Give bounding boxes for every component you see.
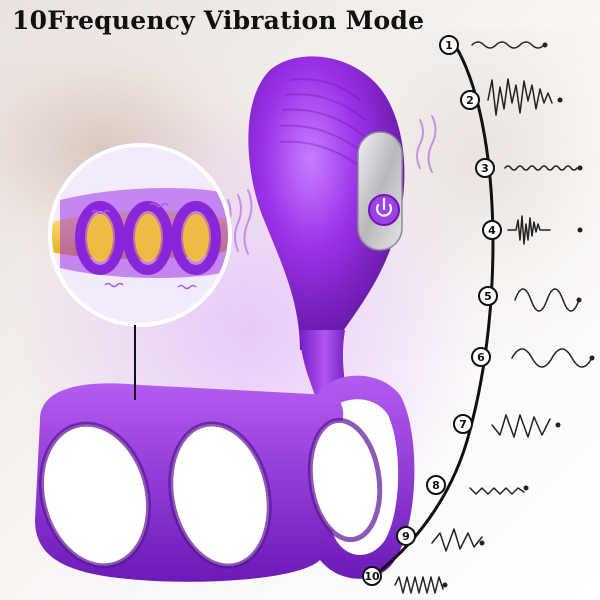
waveform-4 xyxy=(507,215,551,245)
mode-marker-5: 5 xyxy=(478,286,498,306)
mode-number-label: 4 xyxy=(488,224,496,237)
mode-marker-4: 4 xyxy=(482,220,502,240)
waveform-2 xyxy=(487,78,553,116)
mode-marker-8: 8 xyxy=(426,475,446,495)
inset-rings xyxy=(75,201,221,275)
waveform-6 xyxy=(511,348,593,368)
waveform-5 xyxy=(514,288,580,312)
mode-marker-3: 3 xyxy=(475,158,495,178)
ring-hole-3 xyxy=(310,420,380,540)
waveform-8 xyxy=(469,487,525,495)
waveform-3 xyxy=(504,165,578,171)
mode-number-label: 9 xyxy=(402,530,410,543)
power-icon xyxy=(375,197,393,217)
ring-hole-2 xyxy=(170,423,270,567)
mode-number-label: 3 xyxy=(481,162,489,175)
mode-marker-2: 2 xyxy=(460,90,480,110)
mode-arc xyxy=(374,44,495,577)
waveform-10 xyxy=(394,576,444,594)
mode-markers: 1 2 3 4 5 6 7 8 9 10 xyxy=(362,35,502,586)
ring-hole-1 xyxy=(41,424,149,566)
mode-number-label: 1 xyxy=(445,39,453,52)
vibrator-head xyxy=(248,56,405,351)
waveform-7 xyxy=(491,414,551,438)
mode-number-label: 10 xyxy=(364,570,380,583)
waveforms xyxy=(394,41,593,594)
mode-marker-10: 10 xyxy=(362,566,382,586)
mode-marker-7: 7 xyxy=(453,414,473,434)
control-panel xyxy=(357,131,403,251)
mode-number-label: 7 xyxy=(459,418,467,431)
waveform-1 xyxy=(471,41,545,49)
headline-title: 10Frequency Vibration Mode xyxy=(12,6,425,35)
ring-inner-edges xyxy=(38,417,383,569)
inset-wave-marks xyxy=(91,202,197,290)
mode-number-label: 6 xyxy=(477,351,485,364)
waveform-9 xyxy=(431,528,483,552)
mode-marker-6: 6 xyxy=(471,347,491,367)
mode-number-label: 5 xyxy=(484,290,492,303)
mode-marker-9: 9 xyxy=(396,526,416,546)
mode-number-label: 8 xyxy=(432,479,440,492)
mode-number-label: 2 xyxy=(466,94,474,107)
inset-detail xyxy=(48,143,232,400)
mode-marker-1: 1 xyxy=(439,35,459,55)
waveform-end-dots xyxy=(442,42,595,588)
